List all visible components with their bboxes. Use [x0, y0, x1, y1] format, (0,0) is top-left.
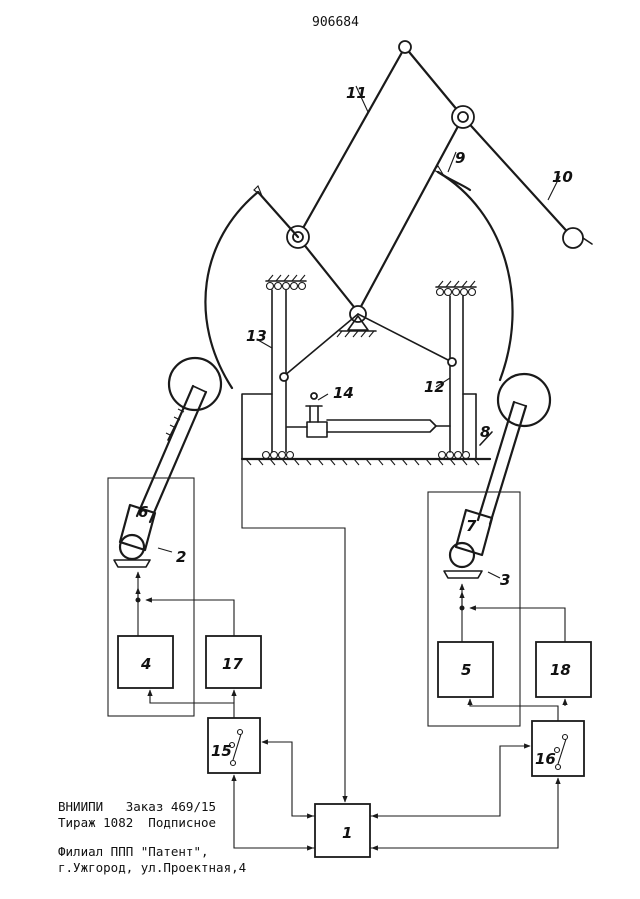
left-pulley [167, 356, 223, 412]
right-sector-arc [436, 170, 514, 382]
motor-6-mount [113, 559, 151, 568]
right-drive [443, 372, 552, 579]
gripper-joint [562, 227, 584, 249]
block-18 [535, 641, 592, 698]
base-pivot-support [347, 315, 369, 331]
left-sector-edge [256, 190, 300, 239]
sensor-knob [310, 392, 318, 400]
switch-16-symbol [553, 733, 569, 771]
label-5: 5 [461, 661, 471, 679]
right-drive-shaft [476, 400, 528, 526]
left-shaft-cap [192, 385, 207, 393]
right-pulley [496, 372, 552, 428]
right-sector-tip [433, 165, 445, 177]
left-support-hatch [165, 408, 185, 437]
rod-13-top-hatch [267, 274, 306, 282]
block-4 [117, 635, 174, 689]
block-16-switch [531, 720, 585, 777]
label-16: 16 [535, 750, 556, 768]
label-8: 8 [480, 423, 490, 441]
label-14: 14 [333, 384, 354, 402]
footer-line-2: Тираж 1082 Подписное [58, 815, 217, 830]
motor-6-body [118, 503, 157, 552]
left-drive [113, 356, 223, 568]
block-5 [437, 641, 494, 698]
left-sector-tip [253, 185, 264, 198]
label-leaders [157, 85, 561, 579]
sensor-body [306, 421, 328, 438]
rod-12-joint [447, 357, 457, 367]
label-17: 17 [222, 655, 243, 673]
sensor-probe [326, 419, 437, 433]
left-support [167, 407, 185, 441]
sensor-housing-left [241, 393, 273, 460]
footer-line-1: ВНИИПИ Заказ 469/15 [58, 799, 217, 814]
right-joint-inner [457, 111, 469, 123]
gripper-tip [582, 237, 593, 245]
platform-hatch [245, 458, 480, 466]
rod-13-assembly [261, 274, 307, 460]
rod-12-assembly [435, 280, 477, 460]
block-1-controller [314, 803, 371, 858]
rod-12-top-hatch [437, 280, 476, 288]
label-2: 2 [176, 548, 186, 566]
label-18: 18 [550, 661, 571, 679]
label-13: 13 [246, 327, 267, 345]
platform-8 [240, 393, 493, 466]
manipulator-linkage [204, 40, 593, 390]
footer-line-3: Филиал ППП "Патент", [58, 844, 209, 859]
left-drive-shaft [135, 384, 208, 524]
label-1: 1 [342, 824, 352, 842]
link-11 [296, 45, 407, 239]
signal-wiring [135, 459, 568, 851]
motor-6-end [118, 533, 146, 561]
cable-right [357, 313, 453, 363]
label-7: 7 [466, 517, 477, 535]
platform-leader-8 [479, 431, 493, 446]
label-9: 9 [455, 149, 465, 167]
switch-15-symbol [228, 728, 244, 767]
label-6: 6 [138, 503, 148, 521]
motor-7-end [448, 541, 476, 569]
link-10 [461, 115, 575, 240]
label-4: 4 [140, 655, 151, 673]
unit-3-outline [427, 491, 521, 727]
label-3: 3 [500, 571, 510, 589]
patent-number: 906684 [312, 15, 359, 30]
link-elbow-base [296, 235, 360, 314]
sensor-14 [286, 392, 451, 438]
link-top-right [403, 45, 465, 119]
right-shaft-cap [513, 401, 527, 407]
motor-7-mount [443, 570, 483, 579]
label-12: 12 [424, 378, 445, 396]
unit-2-outline [107, 477, 195, 717]
rod-13-joint [279, 372, 289, 382]
footer-line-4: г.Ужгород, ул.Проектная,4 [58, 860, 247, 875]
left-sector-arc [204, 190, 260, 390]
base-ground-hatch [336, 330, 375, 338]
link-9 [356, 115, 465, 314]
cable-left [283, 313, 359, 377]
top-pivot-joint [398, 40, 412, 54]
motor-7-body [454, 508, 494, 557]
label-10: 10 [552, 168, 573, 186]
label-15: 15 [211, 742, 232, 760]
block-17 [205, 635, 262, 689]
